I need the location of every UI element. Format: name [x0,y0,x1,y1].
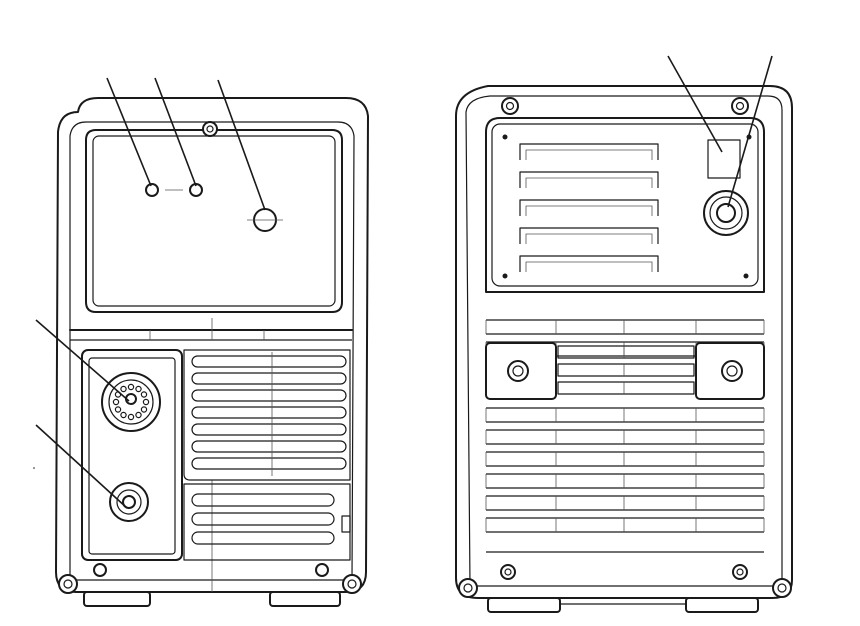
front-grille-frame-lower [183,483,351,561]
rear-louver [519,143,659,160]
front-foot-left [83,591,151,607]
receptacle-pin [114,406,122,413]
rear-screw-tr [731,97,749,115]
rear-screw-br-slot [736,568,744,576]
receptacle-pin [127,383,135,391]
front-grille-frame-upper [183,349,351,481]
receptacle-pin [140,406,148,413]
rear-knob-right-center [726,365,738,377]
terminal-socket [122,495,136,509]
front-grille-slot [191,389,347,402]
rear-knob-left-center [512,365,524,377]
callout-leader-terminal [35,424,128,509]
rear-louver-inner [525,261,653,272]
front-corner-br-hole [347,579,357,589]
rear-screw-tl [501,97,519,115]
rear-louver-inner [525,233,653,244]
callout-leader-rating-label [667,55,723,153]
front-grille-slot [191,406,347,419]
rear-panel-rivet-tl [502,134,508,140]
front-corner-bl-hole [63,579,73,589]
rear-power-cord-opening [716,203,736,223]
front-corner-br [342,574,362,594]
front-grille-slots [191,352,351,545]
front-foot-right [269,591,341,607]
front-top-screw-slot [206,125,214,133]
receptacle-pin [127,413,135,421]
receptacle-pin [142,398,150,406]
rear-corner-br-hole [777,583,787,593]
rear-louver [519,199,659,216]
rear-panel-rivet-br [743,273,749,279]
front-control-panel [92,135,336,307]
front-grille-slot [191,440,347,453]
receptacle-pin [135,385,142,393]
rear-panel-louvers [519,143,659,272]
rear-rating-label [707,139,741,179]
front-grille-slot-lower [191,512,335,526]
front-output-terminal [109,482,149,522]
rear-screw-bl-slot [504,568,512,576]
front-grille-slot [191,355,347,368]
rear-screw-br [732,564,748,580]
front-grille-slot [191,457,347,470]
callout-leader-control-1 [106,77,152,187]
front-control-1 [145,183,159,197]
front-screw-br [315,563,329,577]
rear-panel [485,117,765,293]
rear-view [455,55,793,613]
receptacle-pin [120,385,127,393]
front-receptacle-14-pin [101,372,161,432]
rear-panel-inner [491,123,759,287]
front-control-recess [85,129,343,313]
rear-louver-inner [525,149,653,160]
callout-leader-control-2 [154,77,197,187]
front-connector-panel-inner [88,357,176,555]
front-view [33,77,369,607]
front-connector-panel [81,349,183,561]
rear-louver [519,171,659,188]
receptacle-pin [112,398,120,406]
receptacle-pin [140,391,148,398]
front-screw-bl [93,563,107,577]
front-speck [33,467,35,469]
front-grille-slot [191,372,347,385]
rear-grille-center-slot [557,381,695,395]
rear-corner-bl [458,578,478,598]
rear-louver-inner [525,205,653,216]
front-top-screw [202,121,218,137]
receptacle-pin [135,411,142,419]
rear-louver [519,227,659,244]
terminal-inner-ring [116,489,142,515]
rear-screw-tl-slot [505,101,515,111]
callout-leader-receptacle [35,319,130,402]
rear-foot-left [487,597,561,613]
rear-foot-right [685,597,759,613]
rear-corner-br [772,578,792,598]
rear-knob-right [721,360,743,382]
rear-knob-left [507,360,529,382]
front-side-tab [341,515,351,533]
rear-grille-center-slot [557,363,695,377]
callout-leader-control-3 [217,79,266,211]
front-grille-slot [191,423,347,436]
rear-screw-bl [500,564,516,580]
rear-corner-bl-hole [463,583,473,593]
front-corner-bl [58,574,78,594]
receptacle-inner-ring [108,379,154,425]
rear-grille-center-slot [557,345,695,359]
front-grille-slot-lower [191,531,335,545]
receptacle-pin [120,411,127,419]
front-grille-slot-lower [191,493,335,507]
rear-strain-relief-mid [709,196,743,230]
callout-leader-strain-relief [727,55,773,208]
rear-louver [519,255,659,272]
rear-panel-rivet-bl [502,273,508,279]
rear-louver-inner [525,177,653,188]
rear-screw-tr-slot [735,101,745,111]
